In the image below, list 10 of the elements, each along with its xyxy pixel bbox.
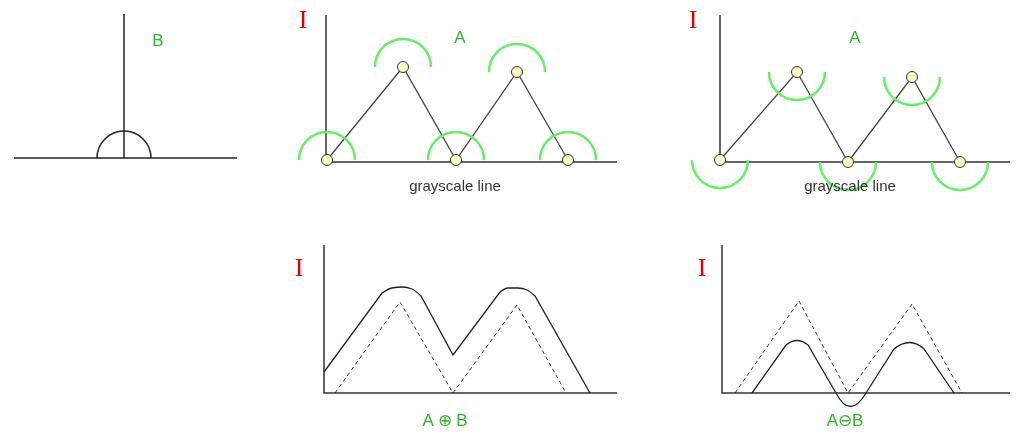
axis-label: I — [298, 7, 308, 33]
axis-label: I — [688, 7, 698, 33]
axis-label: I — [294, 255, 304, 281]
axis-label: I — [697, 255, 707, 281]
element-label: B — [152, 31, 164, 49]
signal-label: A — [849, 28, 861, 46]
operation-label: A⊖B — [826, 411, 864, 429]
operation-label: A ⊕ B — [422, 411, 468, 429]
axis-title: grayscale line — [409, 177, 501, 193]
signal-label: A — [454, 28, 466, 46]
